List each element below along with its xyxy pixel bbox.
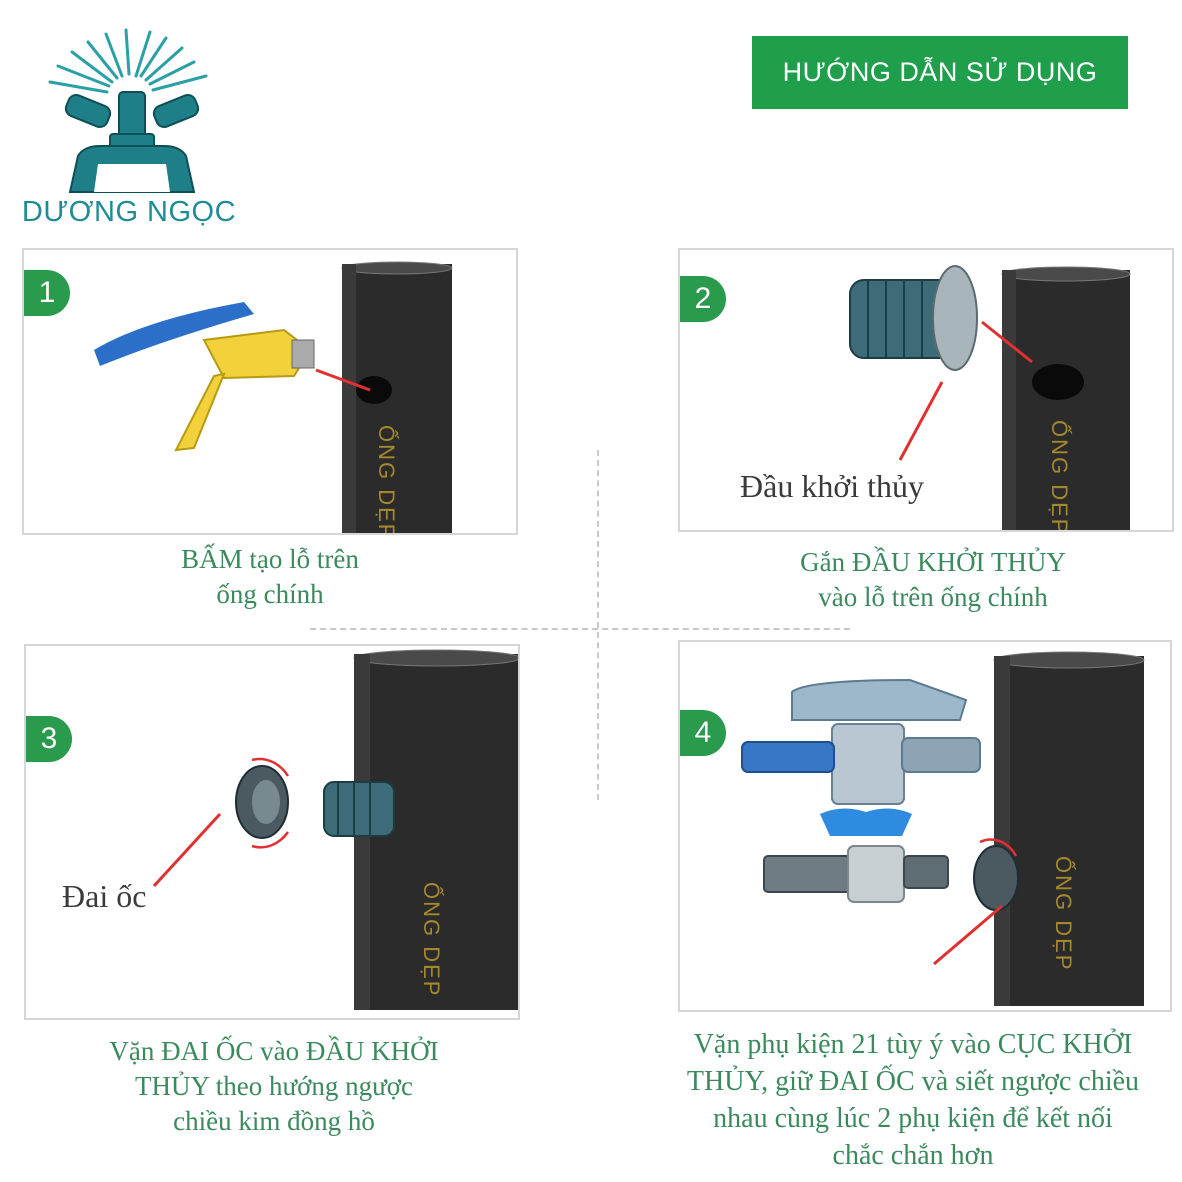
caption-line: nhau cùng lúc 2 phụ kiện để kết nối [713,1103,1113,1134]
guide-title-banner: HƯỚNG DẪN SỬ DỤNG [752,36,1128,109]
brand-name: DƯƠNG NGỌC [21,196,237,228]
logo-sprinkler-icon [48,28,208,193]
caption-line: vào lỗ trên ống chính [818,582,1048,612]
part-label: Đai ốc [62,878,147,914]
caption-line: BẤM tạo lỗ trên [181,544,359,574]
step-3-badge: 3 [26,716,72,762]
caption-line: THỦY theo hướng ngược [134,1071,414,1101]
step-2-panel: 2 ỐNG DẸP Đầu khởi thủy [678,248,1174,532]
step-4-caption: Vặn phụ kiện 21 tùy ý vào CỤC KHỞI THỦY,… [660,1026,1166,1174]
caption-line: THỦY, giữ ĐAI ỐC và siết ngược chiều [686,1066,1140,1097]
pipe-illustration: ỐNG DẸP [741,651,1145,1006]
step-1-caption: BẤM tạo lỗ trên ống chính [22,542,518,612]
step-1-badge: 1 [24,270,70,316]
caption-line: chiều kim đồng hồ [173,1106,375,1136]
caption-line: ống chính [216,579,324,609]
step-4-panel: 4 ỐNG DẸP [678,640,1172,1012]
step-3-caption: Vặn ĐAI ỐC vào ĐẦU KHỞI THỦY theo hướng … [24,1034,524,1139]
pipe-illustration: ỐNG DẸP [849,265,1131,532]
step-2-caption: Gắn ĐẦU KHỞI THỦY vào lỗ trên ống chính [678,545,1182,615]
step-1-panel: 1 ỐNG DẸP [22,248,518,535]
step-3-panel: 3 ỐNG DẸP Đai ốc [24,644,520,1020]
pipe-label: ỐNG DẸP [1047,420,1073,532]
pipe-illustration: ỐNG DẸP [341,261,453,535]
divider-vertical [597,450,599,800]
pipe-label: ỐNG DẸP [419,882,445,997]
step-4-badge: 4 [680,710,726,756]
step-2-badge: 2 [680,276,726,322]
caption-line: Vặn phụ kiện 21 tùy ý vào CỤC KHỞI [693,1029,1133,1060]
divider-horizontal [310,628,850,630]
caption-line: chắc chắn hơn [832,1140,994,1171]
caption-line: Gắn ĐẦU KHỞI THỦY [800,547,1066,577]
part-label: Đầu khởi thủy [740,468,925,504]
caption-line: Vặn ĐAI ỐC vào ĐẦU KHỞI [109,1036,439,1066]
hole-punch-tool-icon [94,302,371,452]
pipe-label: ỐNG DẸP [1051,856,1077,971]
pipe-illustration: ỐNG DẸP [152,649,518,1010]
pipe-label: ỐNG DẸP [374,425,400,535]
